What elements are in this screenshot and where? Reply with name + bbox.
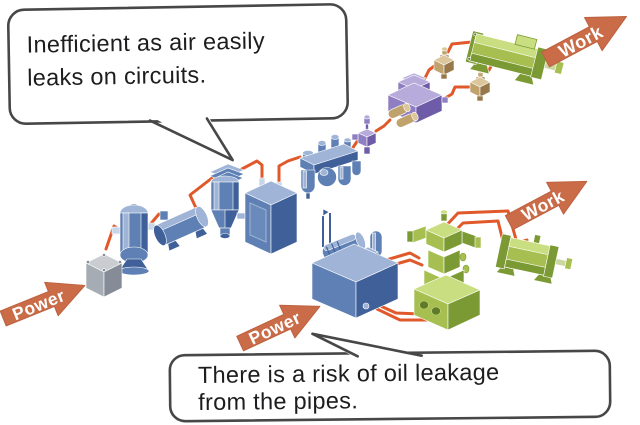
air-dryer — [244, 177, 298, 255]
pilot-valve — [351, 114, 377, 155]
hydraulic-valve-stack — [406, 209, 482, 331]
hydraulic-power-label: Power — [246, 307, 304, 348]
hydraulic-callout-line1: There is a risk of oil leakage — [198, 359, 500, 388]
pneumatic-callout-line1: Inefficient as air easily — [26, 28, 265, 58]
frl-unit — [299, 134, 362, 200]
pneumatic-power-label: Power — [9, 285, 68, 324]
speed-controller-a — [433, 46, 455, 80]
pneumatic-work-arrow: Work — [541, 15, 627, 68]
hydraulic-work-label: Work — [518, 186, 568, 225]
hydraulic-power-arrow: Power — [236, 304, 321, 352]
solenoid-valve-manifold — [387, 72, 449, 128]
hydraulic-work-arrow: Work — [504, 180, 588, 231]
air-cylinder — [464, 30, 565, 86]
main-line-filter — [209, 163, 247, 239]
hydraulic-callout-line2: from the pipes. — [198, 387, 358, 415]
pneumatic-work-label: Work — [555, 22, 606, 62]
air-tank — [111, 203, 156, 276]
hydraulic-callout: There is a risk of oil leakage from the … — [168, 332, 612, 423]
speed-controller-b — [469, 68, 491, 102]
electric-motor — [85, 253, 123, 298]
aftercooler — [153, 206, 209, 252]
hydraulic-power-unit — [311, 208, 399, 319]
pneumatic-callout: Inefficient as air easily leaks on circu… — [6, 3, 349, 162]
hydraulic-cylinder — [495, 233, 574, 285]
pneumatic-callout-line2: leaks on circuits. — [27, 62, 207, 91]
pneumatic-power-arrow: Power — [0, 281, 86, 327]
